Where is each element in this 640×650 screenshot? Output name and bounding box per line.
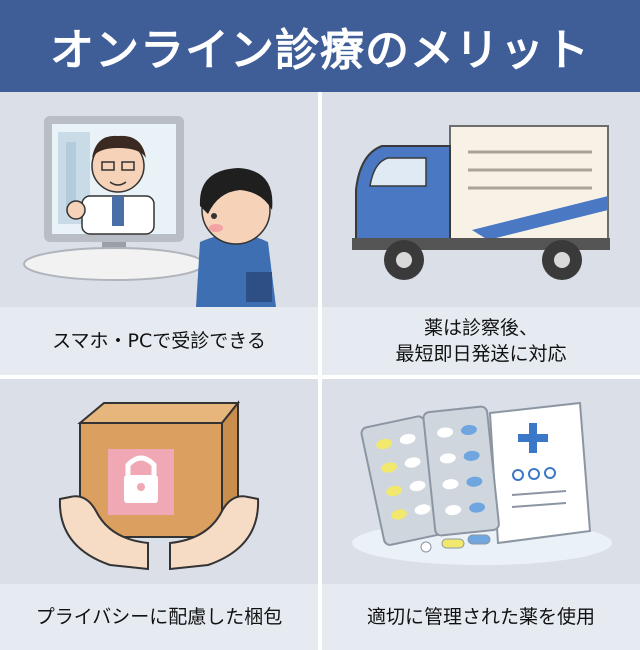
row-divider <box>0 375 318 379</box>
card-delivery-image <box>322 92 640 307</box>
card-video-consult-image <box>0 92 318 307</box>
title-banner: オンライン診療のメリット <box>0 0 640 92</box>
locked-package-icon <box>58 400 260 571</box>
page-title: オンライン診療のメリット <box>50 25 590 76</box>
card-delivery-caption: 薬は診察後、 最短即日発送に対応 <box>322 307 640 375</box>
row-divider <box>322 375 640 379</box>
delivery-truck-icon <box>352 125 610 280</box>
card-medicine-caption: 適切に管理された薬を使用 <box>322 584 640 650</box>
caption-line: 適切に管理された薬を使用 <box>366 606 595 628</box>
card-privacy-caption: プライバシーに配慮した梱包 <box>0 584 318 650</box>
card-medicine-image <box>322 379 640 584</box>
caption-line: 薬は診察後、 <box>423 317 538 339</box>
card-video-consult-caption: スマホ・PCで受診できる <box>0 307 318 375</box>
merits-grid: スマホ・PCで受診できる 薬は診察後、 最短即日発送に対応 <box>0 92 640 650</box>
caption-line: プライバシーに配慮した梱包 <box>35 606 283 628</box>
medicine-pills-icon <box>352 401 612 565</box>
doctor-video-call-icon <box>23 116 276 307</box>
card-privacy-image <box>0 379 318 584</box>
caption-line: スマホ・PCで受診できる <box>52 330 266 352</box>
caption-line: 最短即日発送に対応 <box>395 343 567 365</box>
